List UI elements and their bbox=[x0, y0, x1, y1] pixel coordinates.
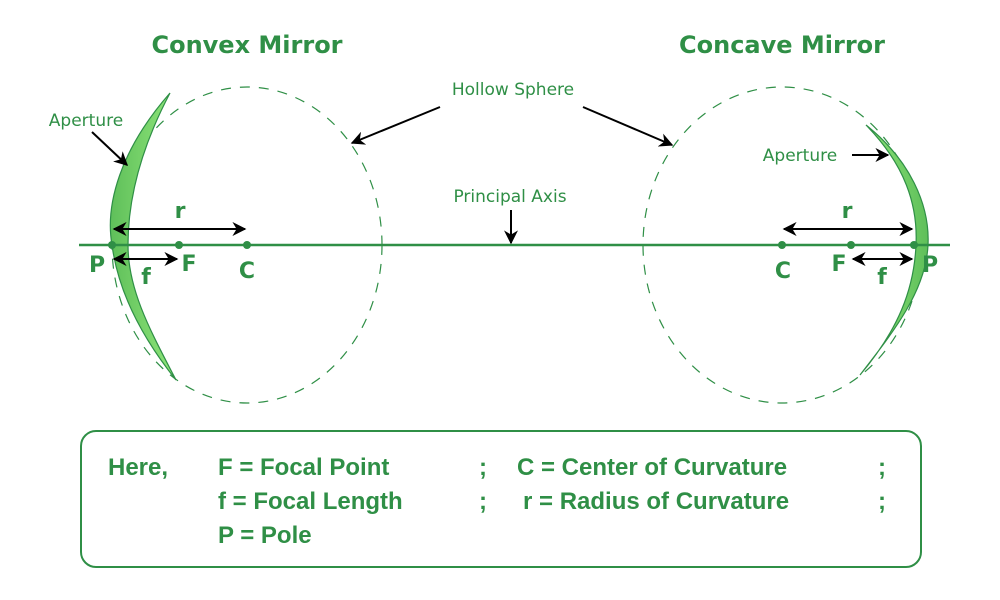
legend-radius-of-curvature: r = Radius of Curvature bbox=[523, 488, 790, 515]
hollow-sphere-label: Hollow Sphere bbox=[452, 80, 574, 100]
legend-separator: ; bbox=[479, 454, 487, 481]
hollow-sphere-arrow-left bbox=[350, 106, 441, 145]
left-pole-label: P bbox=[89, 253, 105, 278]
legend-separator: ; bbox=[479, 488, 487, 515]
principal-axis-label: Principal Axis bbox=[453, 187, 566, 207]
left-center-dot bbox=[243, 241, 251, 249]
legend-prefix: Here, bbox=[108, 454, 169, 481]
legend-separator: ; bbox=[878, 488, 886, 515]
left-pole-dot bbox=[108, 241, 116, 249]
legend-box: Here, F = Focal Point ; C = Center of Cu… bbox=[80, 430, 922, 568]
aperture-label-right: Aperture bbox=[763, 146, 837, 166]
left-radius-label: r bbox=[175, 199, 186, 224]
aperture-arrow-left bbox=[91, 131, 129, 166]
right-pole-dot bbox=[910, 241, 918, 249]
left-focal-length-label: f bbox=[141, 265, 151, 290]
right-focal-length-label: f bbox=[877, 265, 887, 290]
concave-mirror bbox=[859, 124, 929, 376]
right-pole-label: P bbox=[922, 253, 938, 278]
right-radius-label: r bbox=[842, 199, 853, 224]
legend-center-of-curvature: C = Center of Curvature bbox=[517, 454, 788, 481]
right-center-label: C bbox=[775, 259, 791, 284]
right-focus-dot bbox=[847, 241, 855, 249]
left-center-label: C bbox=[239, 259, 255, 284]
left-focus-dot bbox=[175, 241, 183, 249]
legend-separator: ; bbox=[878, 454, 886, 481]
legend-focal-length: f = Focal Length bbox=[218, 488, 403, 515]
legend-focal-point: F = Focal Point bbox=[218, 454, 390, 481]
hollow-sphere-arrow-right bbox=[582, 106, 674, 147]
right-focus-label: F bbox=[831, 252, 846, 277]
right-center-dot bbox=[778, 241, 786, 249]
legend-pole: P = Pole bbox=[218, 522, 312, 549]
left-focus-label: F bbox=[181, 252, 196, 277]
convex-mirror bbox=[109, 92, 177, 381]
concave-mirror-title: Concave Mirror bbox=[679, 31, 885, 59]
aperture-label-left: Aperture bbox=[49, 111, 123, 131]
convex-mirror-title: Convex Mirror bbox=[151, 31, 342, 59]
